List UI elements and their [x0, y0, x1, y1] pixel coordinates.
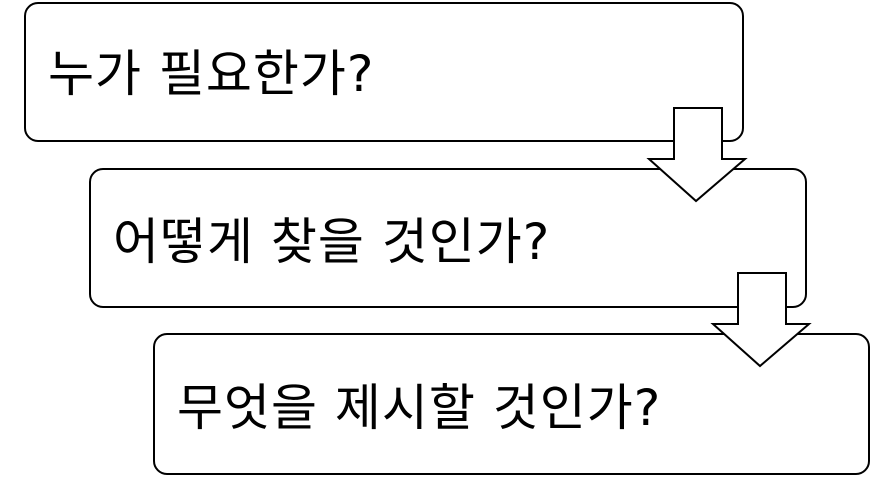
step-label-how: 어떻게 찾을 것인가? — [113, 213, 551, 271]
step-box-who: 누가 필요한가? — [24, 2, 744, 142]
down-arrow-icon — [646, 107, 748, 203]
down-arrow-icon — [710, 272, 812, 368]
step-label-who: 누가 필요한가? — [48, 45, 375, 103]
step-box-what: 무엇을 제시할 것인가? — [153, 333, 870, 475]
step-label-what: 무엇을 제시할 것인가? — [177, 379, 662, 437]
